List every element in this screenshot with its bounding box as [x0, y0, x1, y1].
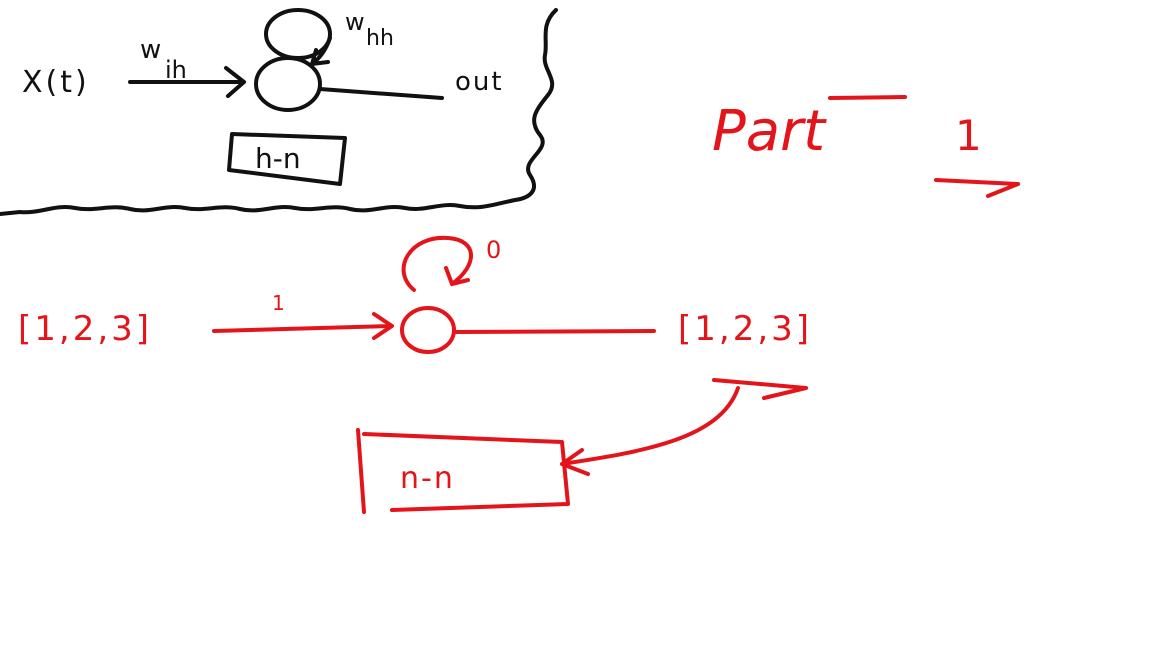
part-title-overline [828, 95, 907, 100]
red-nn-box [356, 428, 570, 514]
red-output-line [454, 329, 656, 334]
hidden-neuron [254, 56, 322, 112]
output-line [318, 87, 444, 100]
input-label: X(t) [22, 65, 90, 100]
bottom-rnn-sketch: Part 1 [1,2,3] 1 0 [1,2,3] n-n [18, 95, 1020, 514]
red-recurrent-loop [401, 235, 473, 292]
part-title-word: Part [712, 99, 827, 164]
top-hn-box [227, 132, 347, 186]
red-neuron [400, 306, 456, 354]
output-sequence: [1,2,3] [678, 309, 812, 349]
input-weight-symbol: w [140, 35, 161, 65]
input-weight-value: 1 [272, 291, 285, 315]
top-box-label: h-n [255, 142, 301, 175]
recurrent-weight-value: 0 [486, 236, 501, 264]
recurrent-loop [264, 8, 332, 60]
input-sequence: [1,2,3] [18, 309, 152, 349]
input-arrow [128, 66, 246, 98]
output-underline-arrow [712, 378, 808, 400]
wavy-border [0, 8, 558, 216]
red-input-arrow [212, 312, 394, 340]
input-weight-subscript: ih [165, 56, 187, 84]
red-recurrent-arrowhead [444, 266, 470, 286]
output-label: out [455, 67, 504, 97]
part-title-number: 1 [955, 111, 982, 160]
recurrent-weight-subscript: hh [366, 26, 394, 51]
recurrent-arrow [310, 36, 332, 66]
part-title-arrow [934, 178, 1020, 198]
recurrent-weight-symbol: w [345, 8, 365, 36]
output-to-box-arrow [560, 386, 740, 476]
red-box-label: n-n [400, 461, 455, 496]
top-rnn-sketch: X(t) w ih w hh out h-n [0, 8, 558, 216]
